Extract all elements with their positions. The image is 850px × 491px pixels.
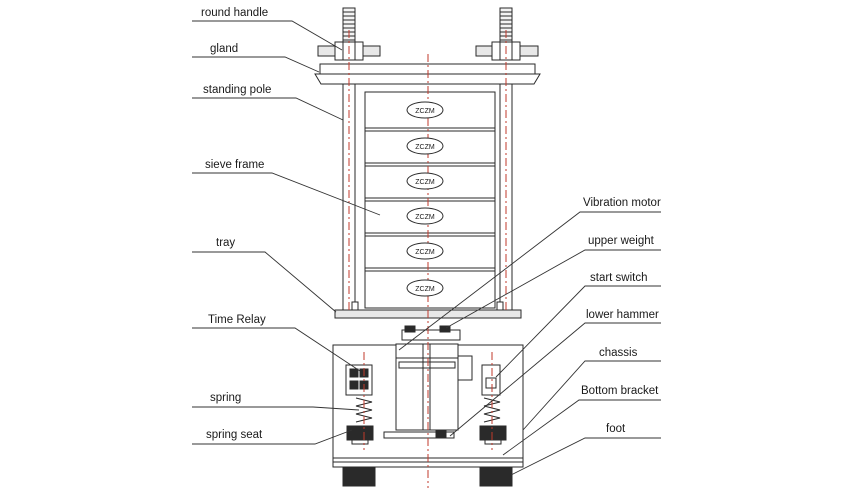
- left-foot: [342, 467, 376, 487]
- sieve-plate-2: ZCZM: [406, 137, 444, 155]
- sieve-plate-4: ZCZM: [406, 207, 444, 225]
- label-lower-hammer: lower hammer: [586, 309, 659, 321]
- sieve-plate-text-1: ZCZM: [415, 108, 435, 115]
- label-spring-seat: spring seat: [206, 429, 263, 441]
- upper-weight: [401, 325, 461, 341]
- sieve-plate-3: ZCZM: [406, 172, 444, 190]
- right-spring-seat: [479, 425, 507, 445]
- sieve-plate-text-5: ZCZM: [415, 249, 435, 256]
- sieve-plates: ZCZM ZCZM ZCZM ZCZM ZCZM ZCZM: [406, 101, 444, 297]
- lower-hammer: [383, 429, 455, 439]
- label-standing-pole: standing pole: [203, 84, 272, 96]
- label-gland: gland: [210, 43, 239, 55]
- label-foot: foot: [606, 423, 626, 435]
- label-start-switch: start switch: [590, 272, 648, 284]
- start-switch: [481, 364, 501, 396]
- sieve-plate-text-3: ZCZM: [415, 179, 435, 186]
- sieve-plate-text-6: ZCZM: [415, 286, 435, 293]
- sieve-plate-5: ZCZM: [406, 242, 444, 260]
- label-vibration-motor: Vibration motor: [583, 197, 661, 209]
- label-upper-weight: upper weight: [588, 235, 654, 247]
- sieve-plate-6: ZCZM: [406, 279, 444, 297]
- label-tray: tray: [216, 237, 236, 249]
- label-chassis: chassis: [599, 347, 638, 359]
- vibration-motor: [395, 343, 473, 431]
- leader-lines-left: [192, 20, 381, 445]
- right-foot: [479, 467, 513, 487]
- sieve-plate-1: ZCZM: [406, 101, 444, 119]
- left-spring-seat: [346, 425, 374, 445]
- leader-lines-right: [398, 211, 661, 476]
- sieve-plate-text-4: ZCZM: [415, 214, 435, 221]
- label-sieve-frame: sieve frame: [205, 159, 265, 171]
- label-spring: spring: [210, 392, 242, 404]
- right-round-handle: [475, 41, 539, 61]
- sieve-plate-text-2: ZCZM: [415, 144, 435, 151]
- time-relay: [345, 364, 373, 396]
- label-time-relay: Time Relay: [208, 314, 266, 326]
- label-bottom-bracket: Bottom bracket: [581, 385, 659, 397]
- left-spring: [355, 397, 373, 423]
- left-threaded-rod: [342, 7, 356, 49]
- right-spring: [483, 397, 501, 423]
- sieve-stack: [364, 91, 496, 309]
- gland-top-cover: [314, 63, 541, 85]
- label-round-handle: round handle: [201, 7, 269, 19]
